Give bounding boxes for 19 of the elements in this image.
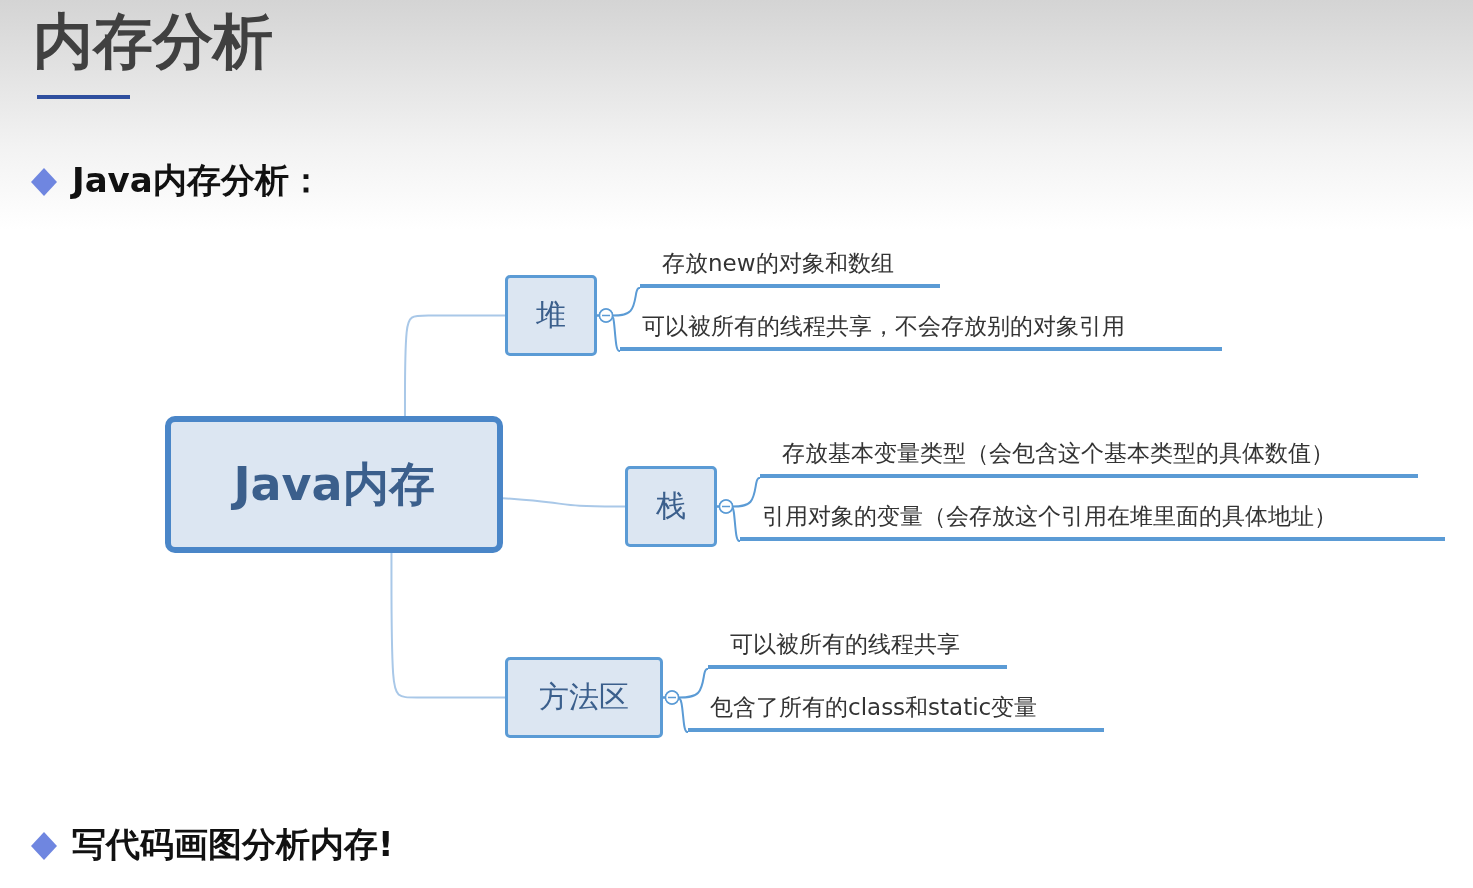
slide-title: 内存分析 — [33, 5, 273, 78]
underlined-subtopic: 存放new的对象和数组 — [640, 242, 940, 288]
topic-box: 栈 — [625, 466, 717, 547]
underlined-subtopic: 包含了所有的class和static变量 — [688, 686, 1104, 732]
connector-line — [596, 308, 621, 352]
connector-line — [390, 552, 506, 699]
underlined-subtopic: 存放基本变量类型（会包含这个基本类型的具体数值） — [760, 432, 1418, 478]
topic-box: 堆 — [505, 275, 597, 356]
connector-line — [502, 497, 626, 508]
bullet-text: 写代码画图分析内存! — [72, 823, 394, 866]
underlined-subtopic: 可以被所有的线程共享 — [708, 623, 1007, 669]
central-topic-box: Java内存 — [165, 416, 503, 553]
connector-line — [716, 499, 741, 542]
topic-box: 方法区 — [505, 657, 663, 738]
connector-line — [404, 314, 506, 417]
underlined-subtopic: 可以被所有的线程共享，不会存放别的对象引用 — [620, 305, 1222, 351]
connector-line — [662, 690, 689, 733]
bullet-text: Java内存分析： — [72, 159, 323, 202]
underlined-subtopic: 引用对象的变量（会存放这个引用在堆里面的具体地址） — [740, 495, 1445, 541]
